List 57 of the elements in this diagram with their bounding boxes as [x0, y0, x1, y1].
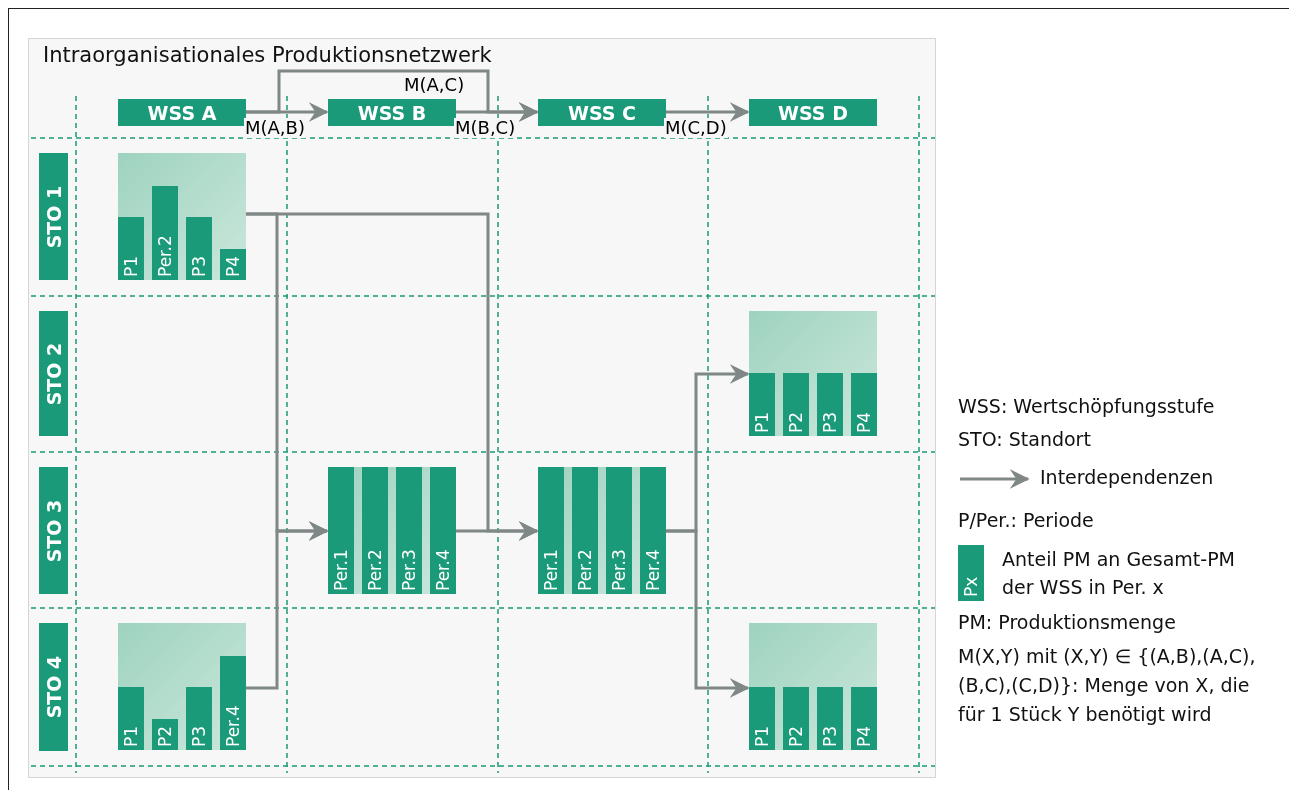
note-text: M(X,Y) mit (X,Y) ∈ {(A,B),(A,C),(B,C),(C,D)}: Menge von X, die für 1 Stück Y benötigt wird	[958, 644, 1257, 727]
edge-label: M(B,C)	[454, 118, 517, 138]
bar: P2	[783, 373, 809, 436]
arrow	[666, 102, 750, 122]
bar: Per.3	[606, 467, 632, 594]
legend-text: Interdependenzen	[1040, 466, 1214, 488]
bar: P1	[749, 373, 775, 436]
bar: P2	[152, 719, 178, 750]
bar: Per.2	[572, 467, 598, 594]
abbreviation-text: PM: Produktionsmenge	[958, 611, 1176, 633]
bar: P4	[220, 249, 246, 280]
row-header: STO 4	[39, 623, 68, 751]
column-header: WSS C	[538, 99, 666, 126]
edge-label: M(A,B)	[244, 118, 306, 138]
arrow	[246, 521, 329, 690]
bar: Per.2	[362, 467, 388, 594]
edge-label: M(A,C)	[403, 75, 466, 95]
bar: P3	[186, 687, 212, 750]
bar: P1	[118, 687, 144, 750]
bar: P3	[186, 217, 212, 280]
arrow	[456, 521, 539, 541]
arrow	[666, 529, 750, 698]
bar: P4	[851, 373, 877, 436]
abbreviation-text: STO: Standort	[958, 428, 1091, 450]
row-header: STO 3	[39, 467, 68, 594]
swatch-label: Px	[961, 576, 981, 597]
abbreviation-text: WSS: Wertschöpfungsstufe	[958, 395, 1215, 417]
bar: P3	[817, 687, 843, 750]
bar: Per.1	[538, 467, 564, 594]
bar: P3	[817, 373, 843, 436]
bar: Per.3	[396, 467, 422, 594]
row-header: STO 1	[39, 153, 68, 280]
edge-label: M(C,D)	[664, 118, 728, 138]
column-header: WSS D	[749, 99, 877, 126]
bar: Per.2	[152, 186, 178, 280]
bar-chart	[538, 467, 666, 594]
bar-chart	[749, 311, 877, 436]
bar: P4	[851, 687, 877, 750]
bar: P1	[749, 687, 775, 750]
panel-title: Intraorganisationales Produktionsnetzwerk	[43, 43, 492, 67]
bar-chart	[328, 467, 456, 594]
row-header: STO 2	[39, 311, 68, 436]
bar: Per.1	[328, 467, 354, 594]
bar: Per.4	[640, 467, 666, 594]
abbreviation-text: P/Per.: Periode	[958, 509, 1094, 531]
bar: P1	[118, 217, 144, 280]
bar: Per.4	[220, 656, 246, 750]
bar-chart	[118, 153, 246, 280]
arrow	[456, 102, 539, 122]
network-panel	[28, 38, 936, 778]
bar: P2	[783, 687, 809, 750]
bar-chart	[749, 623, 877, 750]
column-header: WSS B	[328, 99, 456, 126]
bar-chart	[118, 623, 246, 750]
column-header: WSS A	[118, 99, 246, 126]
legend-text: Anteil PM an Gesamt-PM der WSS in Per. x	[1002, 547, 1236, 600]
bar: Per.4	[430, 467, 456, 594]
